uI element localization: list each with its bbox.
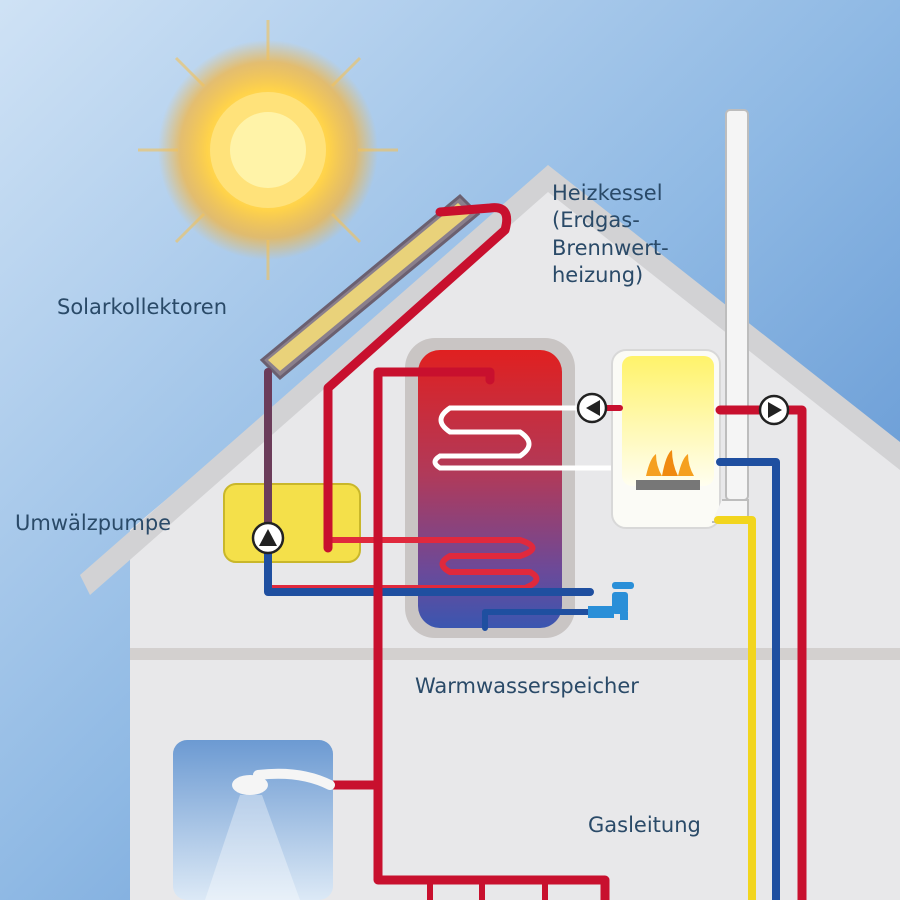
boiler-label: Heizkessel (Erdgas- Brennwert- heizung): [552, 180, 669, 289]
piping: [264, 203, 807, 904]
boiler-label-line: Heizkessel: [552, 181, 663, 205]
exhaust-pipe: [725, 109, 749, 501]
lower-coil: [270, 537, 540, 591]
solar-collector-label: Solarkollektoren: [57, 295, 228, 319]
boiler-label-line: heizung): [552, 262, 644, 287]
upper-coil: [432, 405, 612, 471]
pump-icon: [758, 394, 790, 426]
floor-divider: [130, 648, 900, 660]
boiler-label-line: Brennwert-: [552, 235, 669, 260]
tank-label: Warmwasserspeicher: [415, 674, 639, 698]
gas-line-label: Gasleitung: [588, 813, 701, 837]
sun-icon: [138, 20, 398, 280]
faucet-icon: [588, 582, 634, 620]
solar-collector: [259, 193, 481, 381]
pump-icon: [251, 521, 285, 555]
gas-boiler: [611, 349, 721, 529]
boiler-label-line: (Erdgas-: [552, 208, 640, 233]
shower-icon: [173, 740, 335, 900]
pump-label: Umwälzpumpe: [15, 511, 172, 535]
flame-icon: [646, 450, 694, 476]
pump-housing: [223, 483, 361, 563]
pump-icon: [576, 392, 608, 424]
